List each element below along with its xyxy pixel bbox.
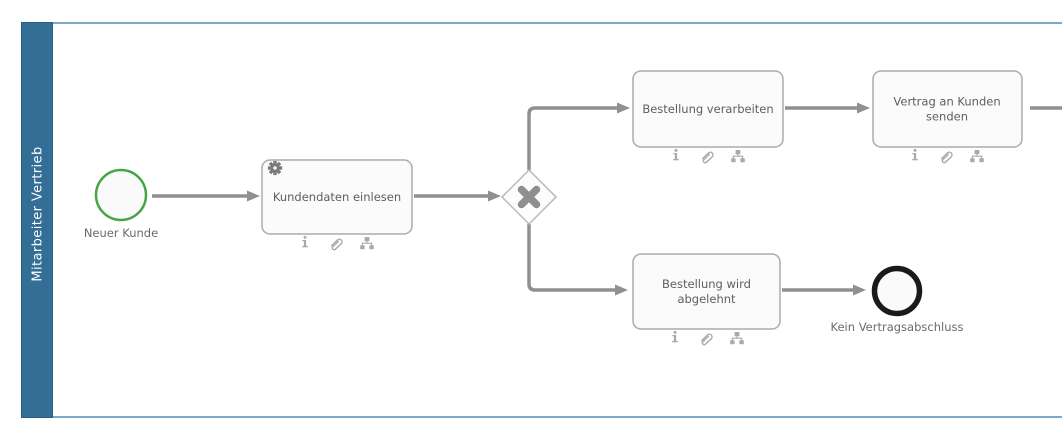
task-footer-icons[interactable] [673, 149, 745, 163]
lane-header[interactable] [21, 22, 53, 418]
start-event[interactable]: Neuer Kunde [84, 168, 158, 240]
flow-abgelehnt-to-end [782, 284, 866, 296]
task-footer-icons[interactable] [302, 236, 374, 250]
flow-gateway-to-abgelehnt [527, 224, 628, 296]
end-event-label: Kein Vertragsabschluss [831, 320, 964, 334]
task-footer-icons[interactable] [912, 149, 984, 163]
flow-verarbeiten-to-vertrag [785, 102, 870, 114]
flow-start-to-kundendaten [152, 190, 260, 202]
start-event-circle[interactable] [94, 168, 148, 222]
task-footer-icons[interactable] [672, 331, 744, 345]
task-vertrag-an-kunden-senden[interactable]: Vertrag an Kunden senden [872, 70, 1023, 163]
task-shape[interactable] [632, 253, 781, 330]
start-event-label: Neuer Kunde [84, 226, 158, 240]
task-bestellung-verarbeiten[interactable]: Bestellung verarbeiten [632, 70, 784, 163]
task-label-line2: abgelehnt [677, 292, 736, 306]
lane-label: Mitarbeiter Vertrieb [31, 146, 46, 281]
service-gear-icon [267, 160, 283, 176]
task-label-line1: Bestellung wird [662, 277, 751, 291]
gateway-x-icon [517, 185, 541, 209]
end-event[interactable]: Kein Vertragsabschluss [831, 265, 964, 335]
exclusive-gateway[interactable] [500, 168, 558, 226]
task-shape[interactable] [261, 159, 413, 235]
flow-gateway-to-verarbeiten [527, 102, 630, 170]
task-label-line2: senden [926, 110, 968, 124]
task-bestellung-wird-abgelehnt[interactable]: Bestellung wird abgelehnt [632, 253, 781, 345]
flow-kundendaten-to-gateway [414, 190, 501, 202]
end-event-circle[interactable] [871, 265, 923, 317]
task-kundendaten-einlesen[interactable]: Kundendaten einlesen [261, 159, 413, 250]
task-label: Kundendaten einlesen [273, 190, 401, 204]
task-label: Bestellung verarbeiten [642, 102, 773, 116]
task-shape[interactable] [632, 70, 784, 148]
task-label-line1: Vertrag an Kunden [893, 95, 1000, 109]
task-shape[interactable] [872, 70, 1023, 148]
